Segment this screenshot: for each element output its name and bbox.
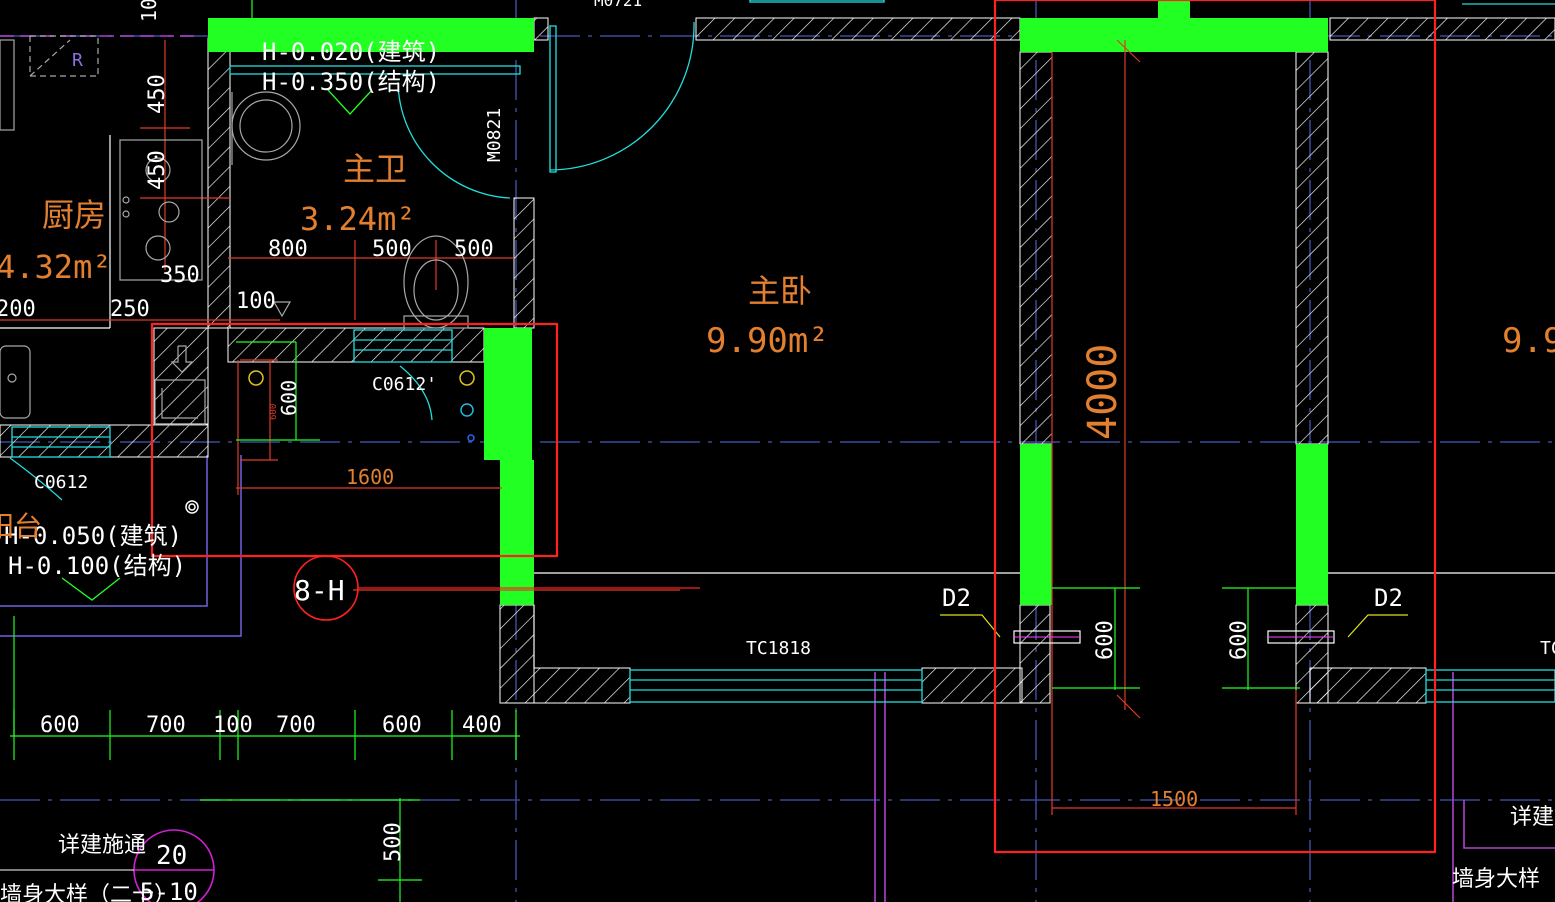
bath-elev-arch: H-0.020(建筑): [262, 38, 440, 66]
bath-elev-struct: H-0.350(结构): [262, 68, 440, 96]
dim-kit-200: 200: [0, 297, 36, 322]
right-room-area: 9.9: [1502, 321, 1555, 361]
dim-kit-450a: 450: [145, 74, 170, 114]
dim-bath-500a: 500: [372, 237, 412, 262]
dim-col-1500: 1500: [1150, 787, 1198, 811]
magenta-lines: [0, 35, 1555, 902]
dim-kit-250: 250: [110, 297, 150, 322]
highlight-boxes: [150, 0, 1437, 854]
detail-note-right: 详建施: [1510, 805, 1555, 830]
dim-col-600a: 600: [1093, 620, 1118, 660]
section-mark-label: 8-H: [294, 574, 345, 607]
dim-col-4000: 4000: [1080, 344, 1126, 440]
door-label-m0821: M0821: [484, 108, 505, 162]
dim-bottom-700a: 700: [146, 713, 186, 738]
bath-name: 主卫: [343, 150, 407, 188]
bed-name: 主卧: [748, 272, 812, 310]
dim-col-600b: 600: [1227, 620, 1252, 660]
window-label-bath: C0612': [372, 374, 437, 395]
window-label-kitchen: C0612: [34, 472, 88, 493]
window-label-right: TC: [1540, 638, 1555, 659]
wall-detail-right: 墙身大样（: [1452, 867, 1555, 892]
bed-area: 9.90m²: [706, 321, 829, 361]
dim-kit-100: 100: [236, 289, 276, 314]
dim-bottom-600a: 600: [40, 713, 80, 738]
dim-span-1600: 1600: [346, 465, 394, 489]
dim-bottom-400: 400: [462, 713, 502, 738]
small-triangles: [273, 301, 292, 318]
detail-number: 20: [156, 841, 187, 871]
balcony-elev-arch: H-0.050(建筑): [4, 522, 182, 550]
d2-markers: [940, 614, 1408, 644]
dim-bottom-700b: 700: [276, 713, 316, 738]
fixtures: [0, 35, 469, 426]
wall-detail-left: 墙身大样（二十）: [0, 883, 176, 902]
wall-lines: [0, 135, 1555, 668]
dim-bottom-600b: 600: [382, 713, 422, 738]
balcony-elev-struct: H-0.100(结构): [8, 552, 186, 580]
dim-bath-800: 800: [268, 237, 308, 262]
dim-sink-600: 600: [277, 380, 301, 416]
r-mark: R: [72, 50, 83, 71]
detail-callout: [0, 829, 215, 902]
dim-bath-500b: 500: [454, 237, 494, 262]
windows: [11, 0, 1555, 703]
balcony-fragment: 阳台: [0, 510, 42, 543]
purple-outline: [0, 455, 242, 637]
dim-bottom-500: 500: [381, 822, 406, 862]
detail-note-left: 详建施通: [58, 833, 146, 858]
m0721-label: M0721: [594, 0, 642, 10]
balcony-door-mark: [61, 89, 373, 601]
window-label-bed: TC1818: [746, 638, 811, 659]
bath-area: 3.24m²: [300, 200, 416, 238]
d2-label-left: D2: [942, 584, 971, 612]
dim-kit-450b: 450: [145, 150, 170, 190]
dim-sink-small: 600: [269, 404, 279, 420]
floor-drains: [185, 370, 475, 514]
dim-ten: 10: [137, 0, 161, 22]
green-dimension-lines: [10, 0, 1300, 902]
d2-label-right: D2: [1374, 584, 1403, 612]
dim-bottom-100: 100: [213, 713, 253, 738]
kitchen-name: 厨房: [42, 196, 106, 234]
kitchen-area: 4.32m²: [0, 248, 112, 286]
hatched-walls: [0, 17, 1555, 704]
section-mark: [293, 555, 700, 621]
detail-sheet: 5-10: [140, 878, 198, 902]
dim-kit-350: 350: [160, 263, 200, 288]
green-columns: [208, 0, 1328, 605]
doors: [9, 21, 695, 501]
